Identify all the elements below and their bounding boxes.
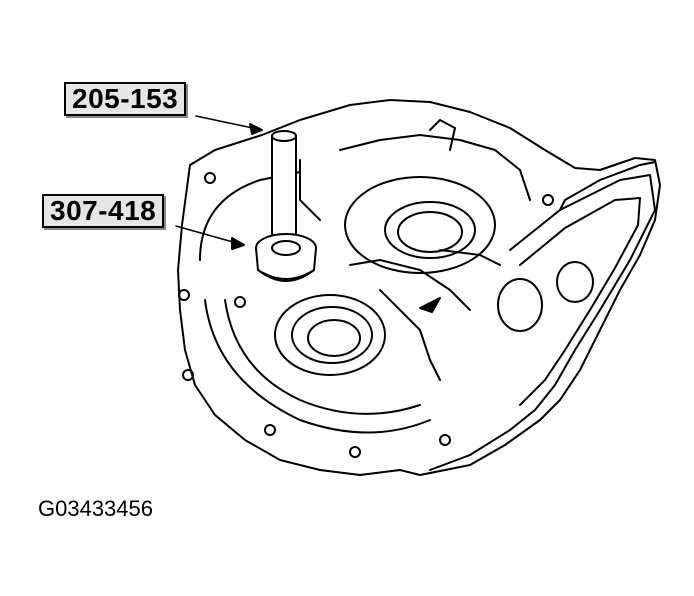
bolt-hole — [178, 289, 190, 301]
bell-arc-inner — [224, 299, 421, 415]
bell-arc — [204, 299, 431, 434]
case-outline — [177, 99, 661, 476]
rib-5 — [299, 159, 321, 221]
rib-4 — [439, 249, 501, 266]
side-flange-inner — [519, 197, 641, 406]
tool-callout-307-418: 307-418 — [42, 194, 165, 228]
rib-2 — [349, 259, 471, 311]
figure-id: G03433456 — [38, 496, 153, 521]
lower-bore — [291, 306, 373, 364]
rib-1 — [339, 134, 531, 201]
side-flange — [429, 174, 656, 471]
lower-boss — [274, 294, 386, 376]
leader-arrow-205-153 — [249, 123, 263, 135]
side-port-2 — [556, 261, 594, 303]
leader-line-307-418 — [175, 225, 241, 245]
bolt-hole — [439, 434, 451, 446]
flange-edge — [559, 161, 656, 211]
rib-3 — [379, 289, 441, 381]
upper-boss — [344, 176, 496, 274]
upper-bore — [384, 201, 476, 259]
bolt-hole — [542, 194, 554, 206]
handle-tool-top — [271, 130, 297, 142]
lower-bore-inner — [307, 319, 361, 357]
side-port-1 — [497, 278, 543, 332]
bolt-hole — [234, 296, 246, 308]
bolt-hole — [264, 424, 276, 436]
bolt-hole — [204, 172, 216, 184]
bolt-hole — [182, 369, 194, 381]
bell-rim — [199, 171, 301, 261]
seal-installer-bore — [271, 240, 301, 256]
handle-tool-shaft — [271, 135, 297, 249]
leader-arrow-307-418 — [231, 237, 245, 250]
bolt-hole — [349, 446, 361, 458]
upper-bore-inner — [397, 211, 463, 253]
rib-6 — [429, 119, 456, 151]
tool-callout-205-153: 205-153 — [64, 82, 187, 116]
seal-installer-base — [257, 269, 315, 282]
internal-arrow — [419, 297, 441, 313]
